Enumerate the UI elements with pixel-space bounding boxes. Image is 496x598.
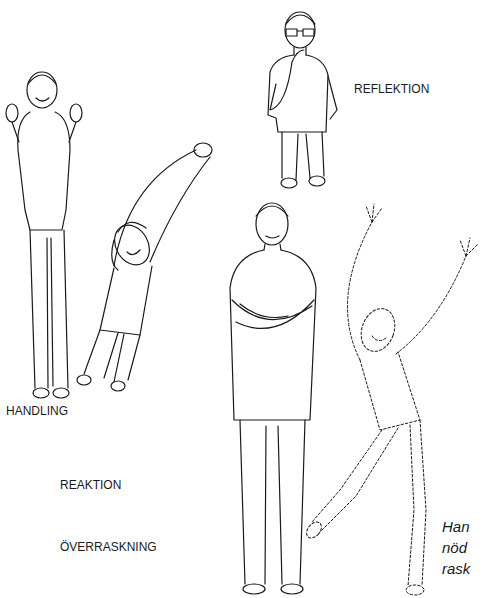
neck <box>264 244 281 250</box>
stage-label: ÖVERRASKNING <box>58 540 159 554</box>
thinking-arm <box>270 50 304 110</box>
stage-label: REAKTION <box>58 478 123 492</box>
reflecting-figure <box>268 12 337 188</box>
hair <box>286 15 315 24</box>
caption-fragment: nöd <box>440 539 469 557</box>
crossed-arms <box>232 300 314 328</box>
torso <box>100 266 152 335</box>
head <box>27 72 57 108</box>
foot <box>33 388 49 398</box>
hair <box>256 206 288 216</box>
foot <box>111 381 125 391</box>
stage-label: REFLEKTION <box>352 82 431 96</box>
glasses <box>286 29 314 36</box>
foot <box>309 176 325 186</box>
caption-fragment: Han <box>440 518 472 536</box>
mouth <box>372 336 386 341</box>
mouth <box>127 250 140 255</box>
surprised-figure <box>304 204 478 595</box>
torso <box>268 55 328 132</box>
caption-fragment: rask <box>440 560 472 578</box>
arms <box>348 222 467 360</box>
foot <box>53 388 69 398</box>
hand <box>6 104 18 122</box>
crossed-arms-figure <box>230 203 316 594</box>
legs <box>282 132 324 180</box>
hair <box>112 222 146 270</box>
head <box>355 304 400 356</box>
foot <box>406 585 424 595</box>
foot <box>304 519 325 541</box>
mouth <box>266 236 279 238</box>
foot <box>243 584 265 594</box>
foot <box>77 375 91 385</box>
legs <box>312 420 426 586</box>
foot <box>281 584 303 594</box>
torso <box>230 250 316 420</box>
torso <box>18 112 70 230</box>
hand <box>460 238 478 256</box>
torso <box>360 352 420 430</box>
arms <box>114 150 210 266</box>
foot <box>281 178 297 188</box>
legs <box>30 230 68 388</box>
smile <box>36 98 49 101</box>
head <box>285 12 315 48</box>
hands <box>194 143 212 157</box>
hair <box>28 75 56 84</box>
arm <box>328 76 337 119</box>
reacting-figure <box>77 143 212 391</box>
legs <box>84 330 140 382</box>
head <box>256 203 288 245</box>
hand <box>366 204 382 222</box>
stage-label: HANDLING <box>4 404 70 418</box>
acting-figure <box>6 72 82 398</box>
hand <box>70 104 82 122</box>
legs <box>240 420 305 584</box>
arms <box>12 122 76 142</box>
